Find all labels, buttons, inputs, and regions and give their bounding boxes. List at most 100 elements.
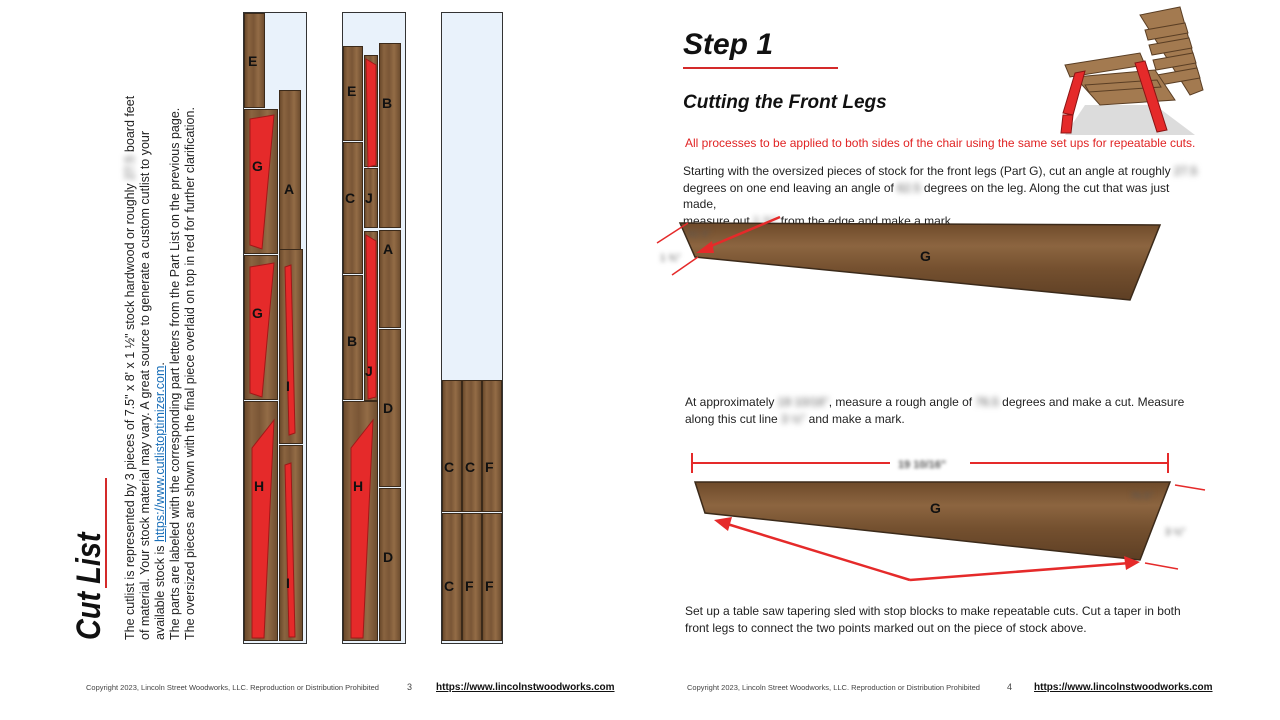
part-g-overlay-2: [249, 262, 275, 398]
part-g-overlay-1: [249, 114, 275, 250]
wood-strip: [379, 329, 401, 487]
body-line-5: The oversized pieces are shown with the …: [183, 107, 197, 640]
body-text: available stock is: [153, 542, 167, 641]
wood-strip: [279, 90, 301, 250]
wood-strip: [343, 142, 363, 274]
copyright-footer: Copyright 2023, Lincoln Street Woodworks…: [687, 683, 980, 692]
part-label: A: [383, 241, 394, 257]
pointer-arrow: [703, 215, 781, 251]
instruction-paragraph-2: At approximately 19 10/16", measure a ro…: [685, 394, 1205, 427]
section-subtitle: Cutting the Front Legs: [683, 92, 887, 113]
part-label: C: [345, 190, 356, 206]
part-label: D: [383, 549, 394, 565]
body-text: board feet: [123, 95, 137, 156]
body-line-4: The parts are labeled with the correspon…: [168, 107, 182, 640]
step-1-page: Step 1 Cutting the Front Legs All proces…: [640, 0, 1280, 720]
part-j-overlay-2: [365, 234, 377, 400]
pointer-arrow: [909, 561, 1131, 582]
instruction-text: , measure a rough angle of: [828, 395, 976, 409]
body-line-2: of material. Your stock material may var…: [138, 130, 152, 640]
instruction-text: degrees and make a cut. Measure: [998, 395, 1185, 409]
instruction-text: and make a mark.: [805, 411, 905, 426]
part-label: C: [444, 578, 455, 594]
blurred-value: 19 10/16": [777, 395, 829, 409]
instruction-text: Starting with the oversized pieces of st…: [683, 164, 1174, 178]
wood-strip: [442, 380, 462, 512]
blurred-measure: 1 ¾": [660, 253, 681, 264]
website-link[interactable]: https://www.lincolnstwoodworks.com: [436, 682, 615, 693]
front-leg-diagram-2: 19 10/16" G 76.5° 3 ½": [691, 453, 1206, 582]
part-label: G: [252, 158, 263, 174]
title-underline: [105, 478, 107, 588]
part-label: F: [485, 459, 494, 475]
part-label: F: [485, 578, 494, 594]
body-line-1: The cutlist is represented by 3 pieces o…: [123, 96, 137, 640]
part-label: C: [465, 459, 476, 475]
blurred-measure: 3 ½": [1165, 527, 1186, 538]
page-number: 3: [407, 682, 413, 692]
website-link[interactable]: https://www.lincolnstwoodworks.com: [1034, 682, 1213, 693]
part-label: C: [444, 459, 455, 475]
instruction-text: along this cut line: [685, 411, 782, 426]
copyright-footer: Copyright 2023, Lincoln Street Woodworks…: [86, 683, 379, 692]
wood-strip: [462, 380, 482, 512]
instruction-text: Set up a table saw tapering sled with st…: [685, 604, 1181, 618]
wood-strip: [482, 513, 502, 641]
cut-list-page: Cut List The cutlist is represented by 3…: [70, 12, 615, 693]
arrow-head: [1124, 556, 1140, 570]
part-i-overlay-2: [284, 462, 296, 638]
part-label: I: [286, 575, 290, 591]
wood-strip: [343, 46, 363, 141]
wood-strip: [343, 275, 363, 400]
part-label: A: [284, 181, 295, 197]
cutlist-optimizer-link[interactable]: https://www.cutlistoptimizer.com: [153, 365, 167, 543]
page-number: 4: [1007, 682, 1013, 692]
wood-strip: [379, 230, 401, 328]
stock-board-2: E B C J A B J D H D: [342, 12, 406, 644]
blurred-value: 27.5: [1173, 164, 1198, 178]
part-label: E: [347, 83, 357, 99]
body-text: .: [153, 362, 167, 366]
instruction-text: degrees on one end leaving an angle of: [683, 180, 898, 195]
blurred-value: 3 ½": [781, 411, 806, 426]
arrow-head: [714, 517, 732, 531]
wood-strip: [442, 513, 462, 641]
part-i-overlay-1: [284, 264, 296, 436]
part-label: F: [465, 578, 474, 594]
part-label: J: [365, 363, 373, 379]
cut-list-title: Cut List: [70, 532, 108, 640]
part-label: G: [930, 500, 941, 516]
length-label: 19 10/16": [898, 459, 946, 471]
stock-board-1: E G A G I H I: [243, 12, 307, 644]
front-leg-diagram-1: G 62.5° 1 ¾": [656, 215, 1162, 301]
part-label: D: [383, 400, 394, 416]
stock-piece-g: [678, 222, 1162, 301]
arrow-head: [696, 241, 714, 253]
instruction-text: At approximately: [685, 395, 778, 409]
part-label: H: [353, 478, 364, 494]
measure-tick: [1174, 484, 1206, 491]
blurred-angle: 76.5°: [1130, 491, 1153, 502]
part-label: B: [347, 333, 358, 349]
step-title: Step 1: [683, 28, 774, 61]
instruction-paragraph-3: Set up a table saw tapering sled with st…: [685, 603, 1205, 636]
blurred-value: 27.5: [123, 155, 137, 180]
blurred-angle: 62.5°: [688, 229, 711, 240]
instruction-text: degrees on the leg. Along the cut that w…: [683, 180, 1170, 212]
measure-tick: [1144, 562, 1179, 570]
part-label: E: [248, 53, 258, 69]
wood-strip: [364, 168, 378, 228]
part-label: G: [920, 248, 931, 264]
part-h-overlay: [251, 418, 275, 639]
stock-board-3: C C F C F F: [441, 12, 503, 644]
body-text: The cutlist is represented by 3 pieces o…: [123, 179, 137, 640]
title-underline: [683, 67, 838, 69]
part-j-overlay-1: [365, 58, 377, 168]
instruction-text: front legs to connect the two points mar…: [685, 620, 1087, 635]
chair-illustration: [1060, 6, 1204, 135]
part-label: J: [365, 190, 373, 206]
body-line-3: available stock is https://www.cutlistop…: [153, 362, 167, 640]
wood-strip: [379, 488, 401, 641]
blurred-value: 62.5: [897, 180, 921, 195]
part-label: G: [252, 305, 263, 321]
